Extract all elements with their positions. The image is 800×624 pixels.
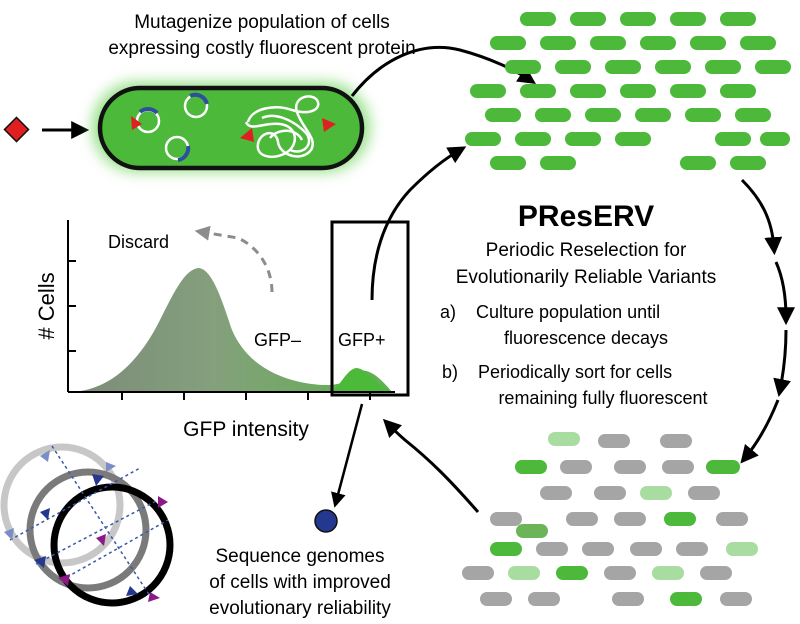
mutagenized-cell: [92, 82, 370, 172]
mutation-site-icon: [4, 528, 14, 540]
mutation-site-icon: [92, 474, 104, 486]
red-diamond-icon: [3, 116, 30, 143]
histogram-ylabel: # Cells: [34, 272, 59, 339]
to-sequencing-arrow: [331, 403, 364, 508]
fluorescent-population: [465, 12, 791, 170]
decayed-population: [462, 432, 758, 606]
regrow-arrow: [370, 146, 467, 301]
mutation-site-icon: [40, 450, 50, 462]
gfp-histogram: [67, 220, 410, 400]
chromosome-site-icon: [240, 128, 254, 142]
method-subtitle-line-2: Evolutionarily Reliable Variants: [456, 267, 717, 288]
mutation-site-icon: [106, 462, 116, 472]
mutation-site-icon: [58, 574, 70, 586]
step-b-line-2: remaining fully fluorescent: [498, 388, 707, 408]
method-subtitle-line-1: Periodic Reselection for: [486, 240, 687, 261]
discard-label: Discard: [108, 232, 169, 252]
gfp-positive-label: GFP+: [338, 330, 386, 350]
blue-circle-icon: [314, 509, 338, 533]
mutation-site-icon: [126, 586, 138, 596]
mutation-site-icon: [158, 496, 168, 508]
plasmid-icon: [131, 106, 161, 134]
step-a-marker: a): [440, 302, 456, 322]
plasmid-icon: [183, 92, 209, 119]
step-b-line-1: Periodically sort for cells: [478, 362, 672, 382]
method-title: PResERV: [518, 200, 654, 233]
sequencing-line-3: evolutionary reliability: [209, 598, 391, 619]
sequencing-line-1: Sequence genomes: [215, 546, 384, 567]
mutation-site-icon: [96, 534, 106, 546]
gfp-negative-label: GFP–: [254, 330, 301, 350]
histogram-xlabel: GFP intensity: [183, 418, 309, 441]
to-sort-arrow: [382, 418, 480, 513]
header-line-2: expressing costly fluorescent protein: [108, 38, 415, 59]
mutation-site-icon: [148, 592, 160, 602]
step-a-line-2: fluorescence decays: [504, 328, 668, 348]
mutation-site-icon: [34, 556, 46, 568]
discard-arrow: [194, 225, 274, 293]
cycle-arrows: [740, 178, 795, 464]
header-line-1: Mutagenize population of cells: [134, 12, 390, 33]
step-b-marker: b): [442, 362, 458, 382]
chromosome-icon: [244, 95, 320, 158]
gfp-positive-gate: [330, 220, 410, 397]
histogram-distribution: [68, 268, 392, 392]
plasmid-icon: [164, 135, 191, 162]
chromosome-site-icon: [322, 118, 336, 132]
sequencing-line-2: of cells with improved: [209, 572, 391, 593]
step-a-line-1: Culture population until: [476, 302, 660, 322]
mutation-site-icon: [40, 508, 50, 520]
genome-rings: [0, 443, 174, 607]
